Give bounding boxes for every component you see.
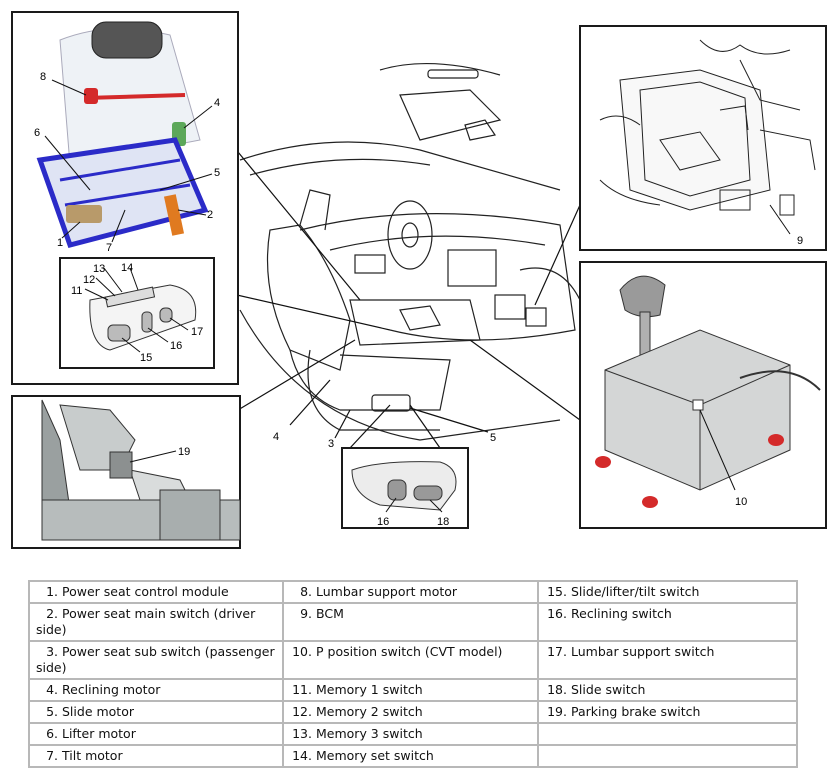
callout-8: 8	[40, 71, 46, 83]
legend-cell	[537, 744, 798, 768]
callout-16-passenger: 16	[377, 516, 389, 528]
legend-row: 6. Lifter motor 13. Memory 3 switch	[28, 722, 798, 746]
callout-labels: 8 4 6 5 2 1 7 13 14 12 11 17 16 15 9 4 3…	[34, 71, 803, 528]
legend-cell: 4. Reclining motor	[28, 678, 284, 702]
legend-cell: 11. Memory 1 switch	[282, 678, 539, 702]
leader-lines	[214, 151, 581, 449]
callout-14: 14	[121, 262, 133, 274]
legend-number: 13.	[292, 726, 312, 741]
legend-row: 3.Power seat sub switch (passenger side)…	[28, 640, 798, 680]
legend-cell: 17. Lumbar support switch	[537, 640, 798, 680]
legend-label: Lumbar support motor	[316, 584, 458, 599]
legend-cell: 18. Slide switch	[537, 678, 798, 702]
legend-label: Memory 1 switch	[316, 682, 423, 697]
legend-number: 17.	[547, 644, 567, 659]
legend-label: Memory 2 switch	[316, 704, 423, 719]
legend-label: Slide switch	[571, 682, 646, 697]
legend-cell: 15. Slide/lifter/tilt switch	[537, 580, 798, 604]
callout-4-car: 4	[273, 431, 279, 443]
callout-12: 12	[83, 274, 95, 286]
callout-3: 3	[328, 438, 334, 450]
legend-number: 18.	[547, 682, 567, 697]
legend-label: Power seat main switch (driver side)	[36, 606, 256, 637]
legend-number: 16.	[547, 606, 567, 621]
legend-number: 2.	[46, 606, 58, 621]
callout-13: 13	[93, 263, 105, 275]
legend-cell: 1. Power seat control module	[28, 580, 284, 604]
callout-1: 1	[57, 237, 63, 249]
legend-cell: 5. Slide motor	[28, 700, 284, 724]
legend-cell: 6. Lifter motor	[28, 722, 284, 746]
component-legend-table: 1. Power seat control module 8. Lumbar supp…	[28, 580, 798, 768]
legend-number: 5.	[46, 704, 58, 719]
bcm-inset	[579, 25, 827, 251]
legend-cell: 14. Memory set switch	[282, 744, 539, 768]
legend-number: 9.	[300, 606, 312, 621]
legend-label: Reclining motor	[62, 682, 161, 697]
legend-label: Power seat control module	[62, 584, 229, 599]
callout-18: 18	[437, 516, 449, 528]
legend-number: 4.	[46, 682, 58, 697]
legend-row: 5. Slide motor 12. Memory 2 switch 19. Parkin…	[28, 700, 798, 724]
legend-label: Power seat sub switch (passenger side)	[36, 644, 275, 675]
legend-cell: 3.Power seat sub switch (passenger side)	[28, 640, 284, 680]
callout-11: 11	[71, 285, 82, 297]
legend-label: Slide/lifter/tilt switch	[571, 584, 700, 599]
passenger-switch-inset	[341, 447, 469, 529]
callout-19: 19	[178, 446, 190, 458]
component-location-diagram: 8 4 6 5 2 1 7 13 14 12 11 17 16 15 9 4 3…	[11, 11, 827, 549]
legend-label: Parking brake switch	[571, 704, 701, 719]
callout-16-driver: 16	[170, 340, 182, 352]
legend-cell: 9. BCM	[282, 602, 539, 642]
parking-brake-inset	[11, 395, 241, 549]
legend-label: Reclining switch	[571, 606, 672, 621]
callout-2: 2	[207, 209, 213, 221]
seat-cutaway-inset	[11, 11, 239, 385]
legend-cell: 7. Tilt motor	[28, 744, 284, 768]
legend-label: P position switch (CVT model)	[316, 644, 503, 659]
legend-number: 12.	[292, 704, 312, 719]
legend-cell	[537, 722, 798, 746]
legend-row: 2.Power seat main switch (driver side)9.…	[28, 602, 798, 642]
cvt-shifter-inset	[579, 261, 827, 529]
legend-number: 1.	[46, 584, 58, 599]
legend-number: 14.	[292, 748, 312, 763]
legend-number: 19.	[547, 704, 567, 719]
legend-cell: 2.Power seat main switch (driver side)	[28, 602, 284, 642]
legend-label: Tilt motor	[62, 748, 123, 763]
legend-label: Lumbar support switch	[571, 644, 715, 659]
callout-9: 9	[797, 235, 803, 247]
legend-row: 1. Power seat control module 8. Lumbar supp…	[28, 580, 798, 604]
legend-number: 3.	[46, 644, 58, 659]
legend-cell: 13. Memory 3 switch	[282, 722, 539, 746]
legend-number: 10.	[292, 644, 312, 659]
legend-cell: 8. Lumbar support motor	[282, 580, 539, 604]
legend-row: 4. Reclining motor 11. Memory 1 switch 18. Sl…	[28, 678, 798, 702]
legend-label: BCM	[316, 606, 344, 621]
legend-label: Lifter motor	[62, 726, 136, 741]
legend-cell: 16. Reclining switch	[537, 602, 798, 642]
callout-7: 7	[106, 242, 112, 254]
callout-5-seat: 5	[214, 167, 220, 179]
legend-number: 15.	[547, 584, 567, 599]
legend-label: Memory 3 switch	[316, 726, 423, 741]
legend-number: 7.	[46, 748, 58, 763]
legend-number: 6.	[46, 726, 58, 741]
legend-number: 8.	[300, 584, 312, 599]
callout-15: 15	[140, 352, 152, 364]
legend-number: 11.	[292, 682, 312, 697]
legend-label: Slide motor	[62, 704, 134, 719]
legend-cell: 19. Parking brake switch	[537, 700, 798, 724]
legend-label: Memory set switch	[316, 748, 434, 763]
legend-row: 7. Tilt motor 14. Memory set switch	[28, 744, 798, 768]
legend-cell: 12. Memory 2 switch	[282, 700, 539, 724]
callout-10: 10	[735, 496, 747, 508]
callout-6: 6	[34, 127, 40, 139]
legend-cell: 10. P position switch (CVT model)	[282, 640, 539, 680]
vehicle-interior-illustration	[239, 62, 581, 441]
callout-4-seat: 4	[214, 97, 220, 109]
callout-5-car: 5	[490, 432, 496, 444]
callout-17: 17	[191, 326, 203, 338]
